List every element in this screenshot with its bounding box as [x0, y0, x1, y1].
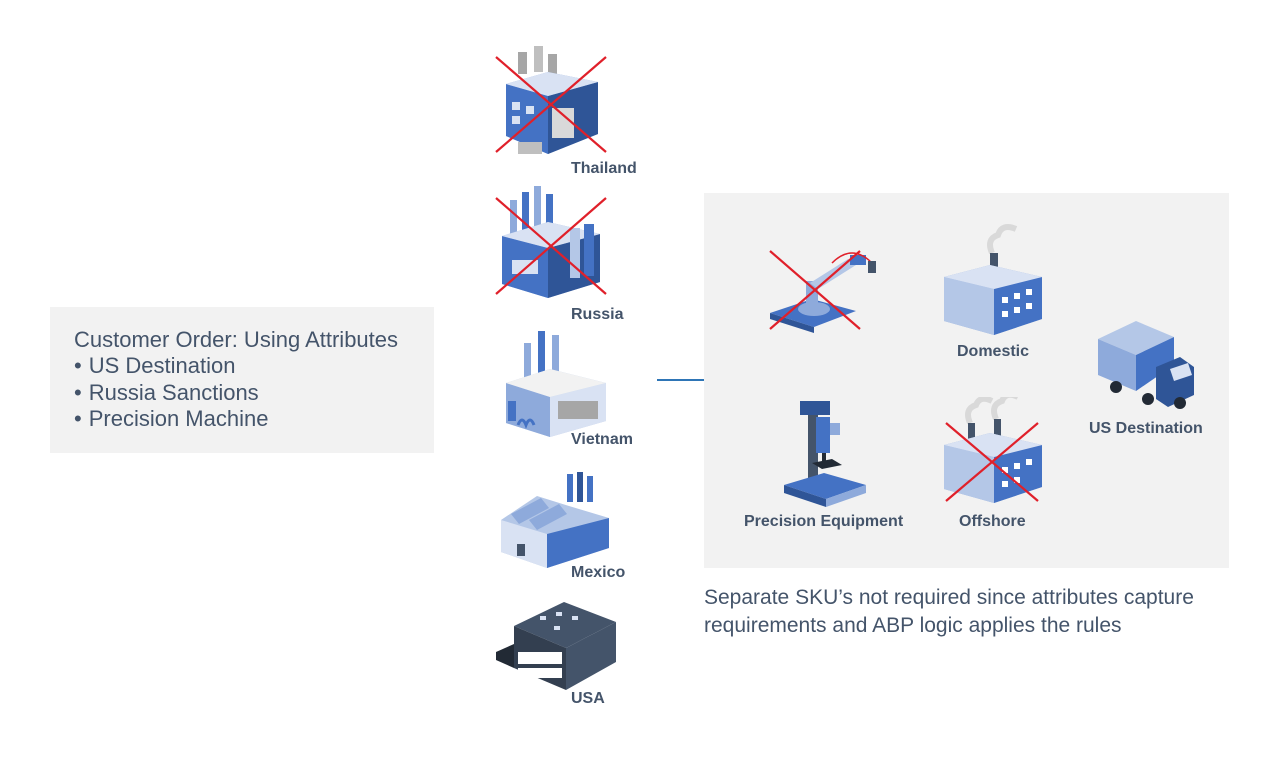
cross-mark-icon — [495, 56, 607, 153]
precision-equipment-item — [782, 397, 872, 513]
cross-mark-icon — [495, 197, 607, 295]
factory-icon — [496, 602, 616, 690]
factory-icon — [506, 331, 606, 437]
order-title: Customer Order: Using Attributes — [74, 327, 399, 352]
drill-press-icon — [784, 401, 866, 507]
truck-icon — [1098, 321, 1194, 409]
factory-label: Mexico — [571, 564, 626, 581]
factory-label: Vietnam — [571, 431, 633, 448]
factory-label: Russia — [571, 306, 624, 323]
factory-label: USA — [571, 690, 605, 707]
factory-vietnam: Vietnam — [494, 325, 654, 455]
factory-icon — [944, 391, 1042, 503]
order-attribute-item: US Destination — [74, 353, 268, 380]
order-attribute-item: Precision Machine — [74, 406, 269, 433]
offshore-label: Offshore — [959, 513, 1026, 530]
customer-order-box: Customer Order: Using Attributes US Dest… — [50, 307, 434, 453]
order-attribute-item: Russia Sanctions — [74, 380, 268, 407]
factory-icon — [502, 186, 600, 298]
summary-note: Separate SKU’s not required since attrib… — [704, 586, 1194, 637]
cross-mark-icon — [769, 250, 861, 330]
factory-usa: USA — [494, 598, 654, 718]
us-destination-label: US Destination — [1089, 420, 1203, 437]
factory-russia: Russia — [488, 182, 648, 332]
factory-thailand: Thailand — [488, 44, 648, 184]
precision-equipment-label: Precision Equipment — [744, 513, 904, 530]
factory-icon — [506, 46, 598, 154]
offshore-item — [940, 391, 1050, 507]
factory-mexico: Mexico — [497, 468, 657, 588]
domestic-label: Domestic — [957, 343, 1030, 360]
rules-panel: Domestic US Destination Precision Equ — [704, 193, 1229, 568]
factory-label: Thailand — [571, 160, 637, 177]
robot-arm-item — [762, 241, 892, 341]
factory-icon — [944, 224, 1042, 335]
cross-mark-icon — [945, 422, 1039, 502]
order-attribute-list: US Destination Russia Sanctions Precisio… — [74, 353, 269, 433]
factory-icon — [501, 472, 609, 568]
us-destination-item — [1096, 319, 1196, 419]
domestic-item — [940, 223, 1050, 335]
